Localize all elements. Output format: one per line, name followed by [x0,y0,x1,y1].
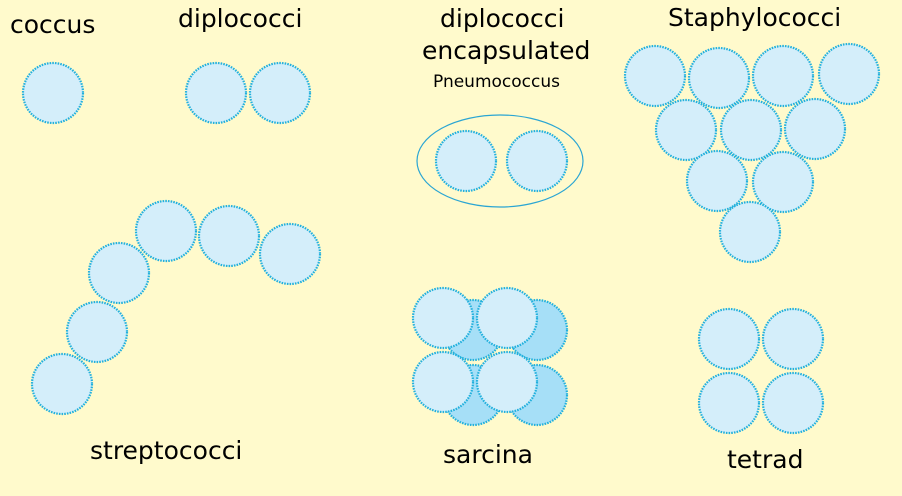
streptococcus-cell [32,354,92,414]
pneumococcus-cell [436,131,496,191]
tetrad-cell [699,373,759,433]
sarcina-cell-front [477,288,537,348]
streptococcus-cell [260,224,320,284]
staphylococcus-cell [656,100,716,160]
tetrad-cell [763,373,823,433]
sarcina-cell-front [413,352,473,412]
staphylococcus-cell [721,100,781,160]
label-staphylococci: Staphylococci [668,5,841,30]
label-diplococci-encapsulated-line2: encapsulated [422,38,590,63]
group-sarcina [413,288,567,425]
staphylococcus-cell [720,202,780,262]
diplococcus-cell [250,63,310,123]
staphylococcus-cell [753,46,813,106]
streptococcus-cell [89,243,149,303]
label-diplococci-encapsulated-line1: diplococci [440,6,564,31]
group-tetrad [699,309,823,433]
streptococcus-cell [67,302,127,362]
staphylococcus-cell [689,48,749,108]
label-tetrad: tetrad [727,447,803,472]
group-staphylococci [625,44,879,262]
label-coccus: coccus [10,12,95,37]
sarcina-cell-front [477,352,537,412]
staphylococcus-cell [819,44,879,104]
coccus-cell [23,63,83,123]
pneumococcus-cell [507,131,567,191]
group-diplococci [186,63,310,123]
diplococcus-cell [186,63,246,123]
streptococcus-cell [199,206,259,266]
tetrad-cell [699,309,759,369]
label-diplococci: diplococci [178,6,302,31]
staphylococcus-cell [625,46,685,106]
tetrad-cell [763,309,823,369]
group-diplococci-encapsulated [417,115,583,207]
staphylococcus-cell [753,152,813,212]
staphylococcus-cell [785,99,845,159]
label-pneumococcus: Pneumococcus [433,74,560,91]
group-coccus [23,63,83,123]
label-streptococci: streptococci [90,438,242,463]
sarcina-cell-front [413,288,473,348]
staphylococcus-cell [687,151,747,211]
streptococcus-cell [136,201,196,261]
group-streptococci [32,201,320,414]
label-sarcina: sarcina [443,442,533,467]
